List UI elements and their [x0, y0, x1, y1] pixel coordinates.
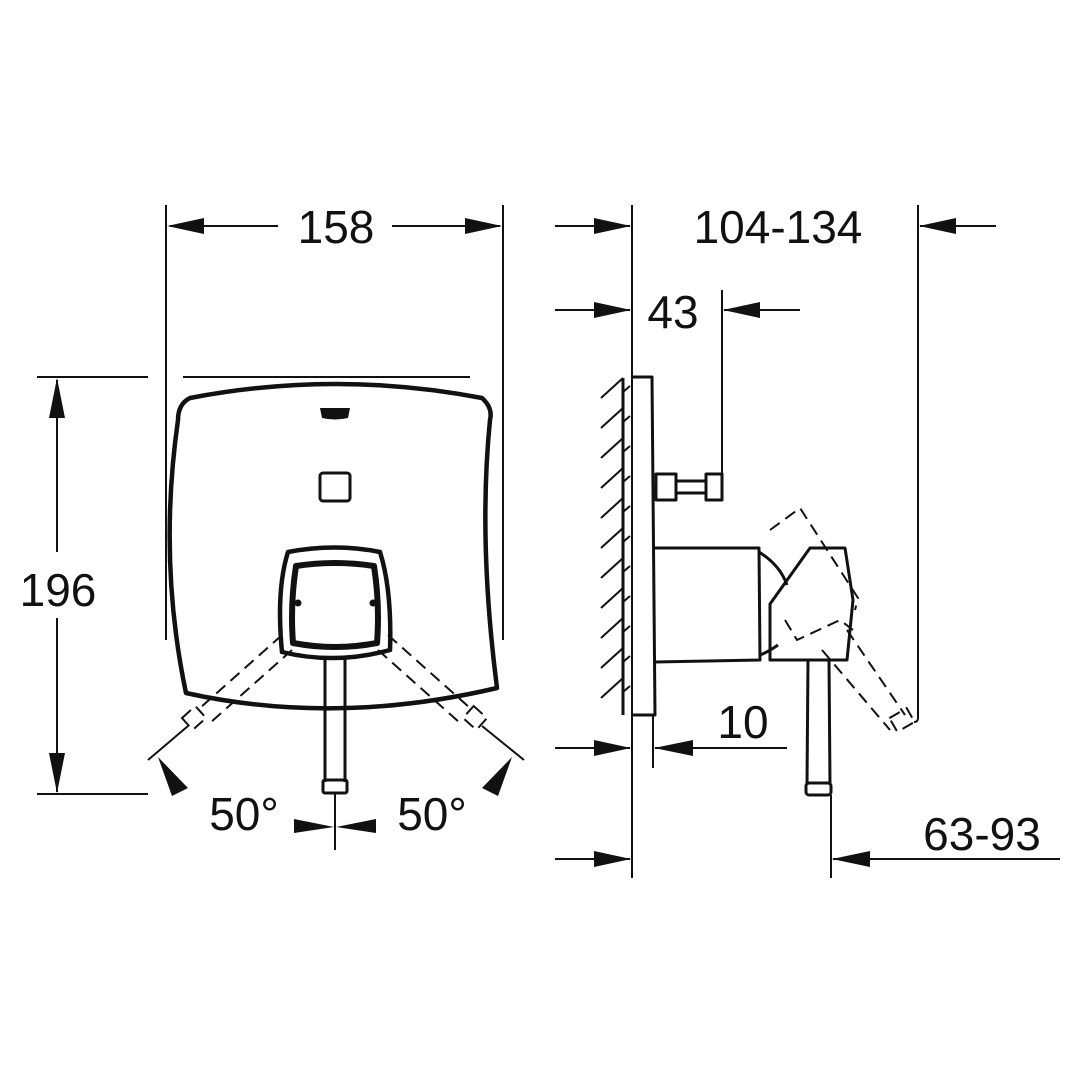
handle-escutcheon [277, 545, 393, 661]
trim-plate [167, 381, 500, 711]
height-label: 196 [20, 564, 97, 616]
lever-rotated-right [377, 634, 525, 796]
front-view: 158 196 [20, 201, 525, 850]
handle-head-side [768, 546, 855, 662]
side-view: 104-134 43 10 63-93 [555, 201, 1060, 878]
dimension-diverter-depth: 43 [555, 286, 800, 474]
lever-rotated-side [769, 506, 917, 734]
dimension-plate-thickness: 10 [555, 696, 787, 768]
total-depth-label: 104-134 [694, 201, 863, 253]
dimension-width: 158 [165, 201, 504, 640]
lever-handle [321, 658, 349, 795]
logo-icon [320, 408, 350, 420]
lever-rotated-left [147, 634, 293, 796]
angle-left-label: 50° [209, 788, 279, 840]
handle-projection-label: 63-93 [923, 808, 1041, 860]
wall-hatch [600, 377, 631, 715]
dimension-handle-projection: 63-93 [555, 795, 1060, 878]
dimension-total-depth: 104-134 [555, 201, 996, 723]
diverter-depth-label: 43 [647, 286, 698, 338]
angle-right-label: 50° [397, 788, 467, 840]
cartridge-body [654, 546, 762, 664]
width-label: 158 [298, 201, 375, 253]
dimension-height: 196 [20, 376, 470, 795]
plate-thickness-label: 10 [717, 696, 768, 748]
lever-side [804, 659, 833, 797]
diverter-knob-side [654, 472, 724, 502]
diverter-button [318, 471, 352, 503]
trim-plate-side [633, 375, 657, 717]
handle-insert [289, 560, 381, 650]
